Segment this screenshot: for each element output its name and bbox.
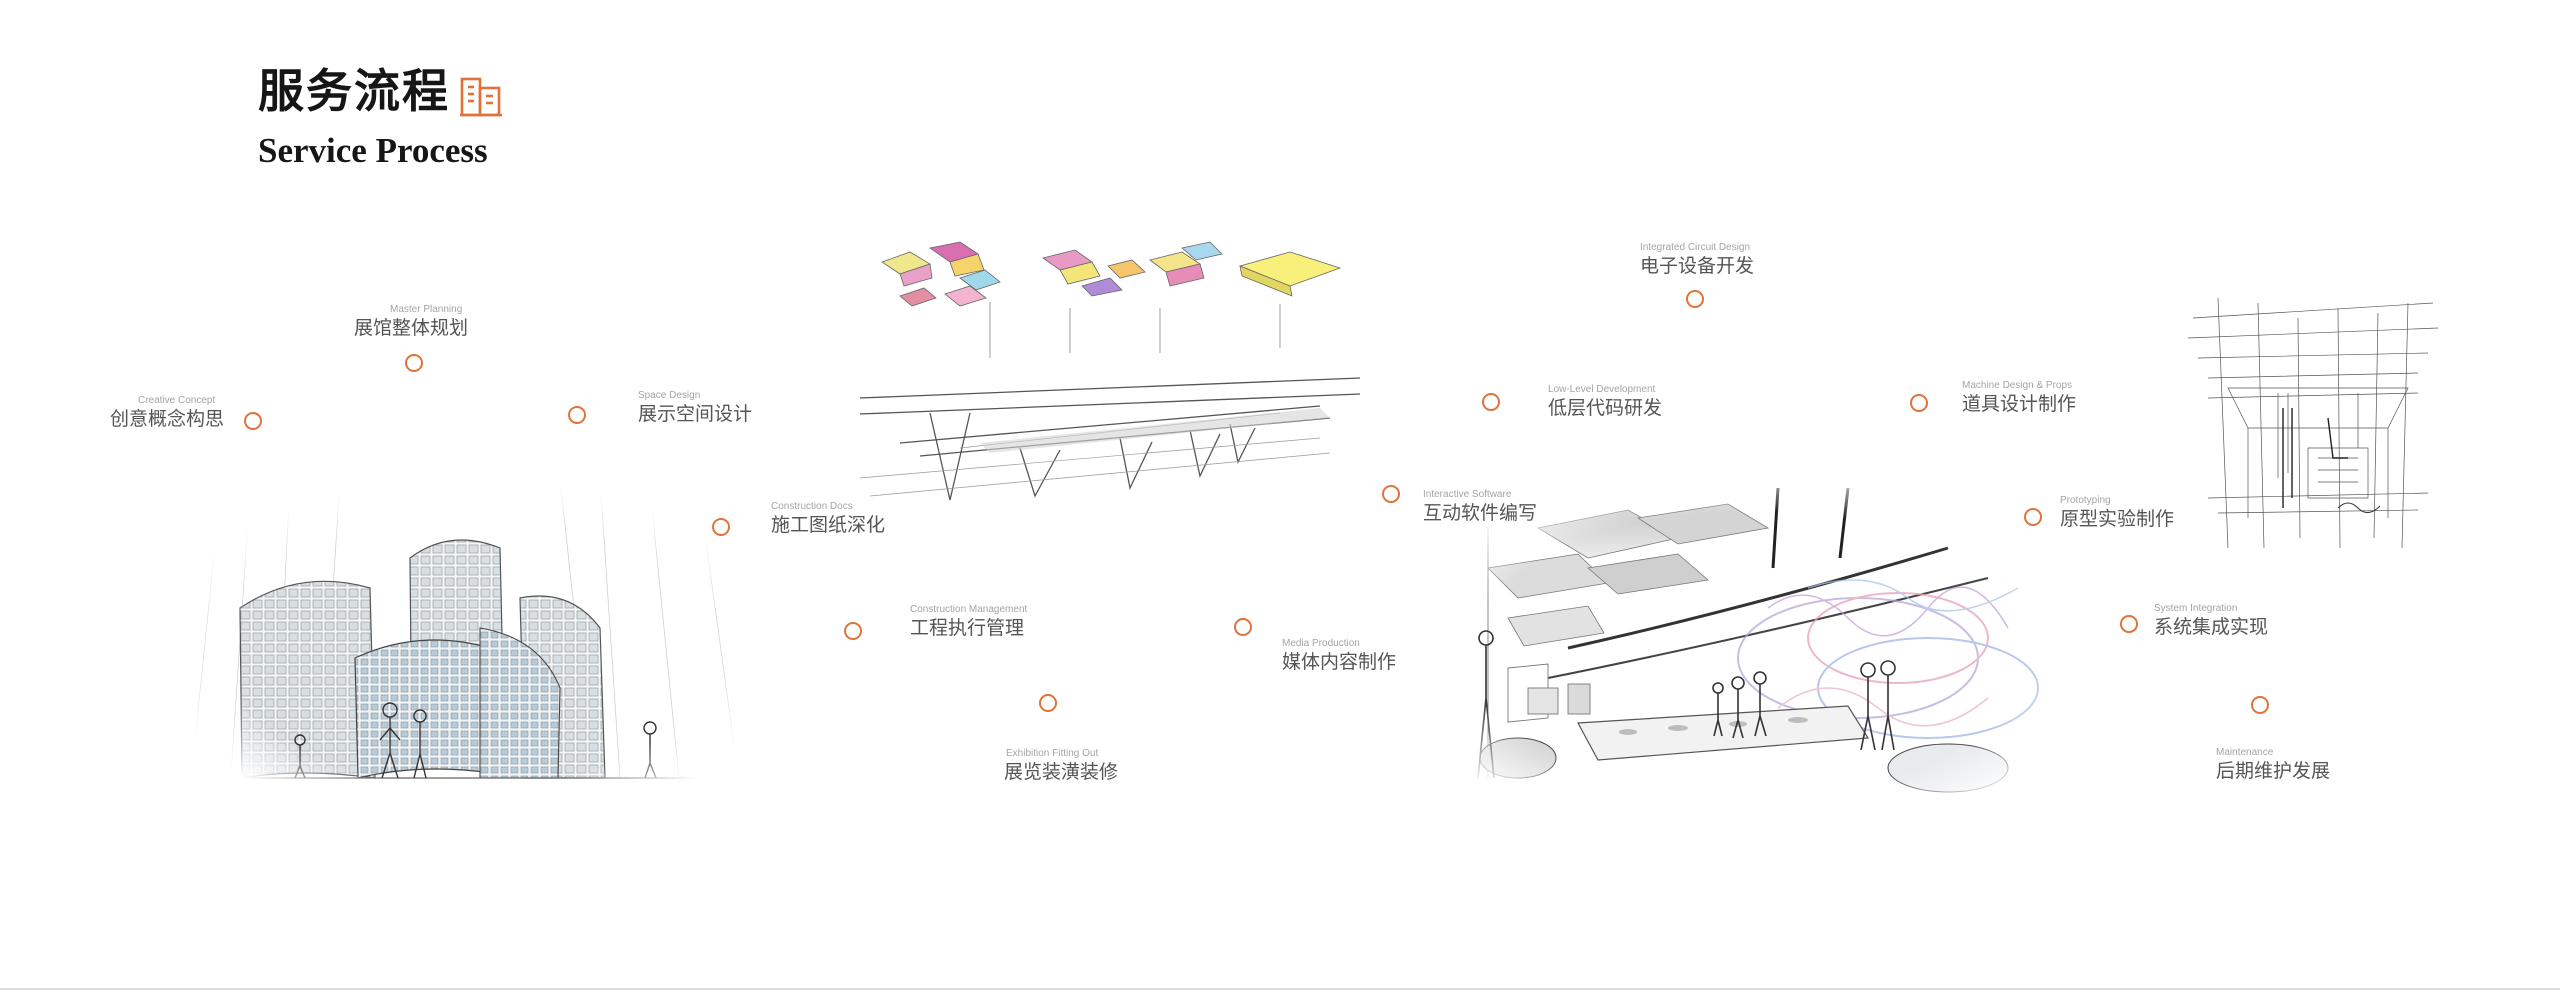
step-label-cn: 创意概念构思 [110, 408, 225, 430]
step-maintenance: Maintenance 后期维护发展 [2216, 747, 2330, 784]
step-label-cn: 系统集成实现 [2154, 616, 2269, 638]
step-label-en: Exhibition Fitting Out [1006, 748, 1099, 759]
step-exhibition-fitting-out: Exhibition Fitting Out 展览装潢装修 [1004, 748, 1118, 785]
step-node [1039, 694, 1057, 712]
step-master-planning: Master Planning 展馆整体规划 [354, 304, 468, 341]
step-label-en: Prototyping [2060, 495, 2111, 506]
step-space-design: Space Design 展示空间设计 [638, 390, 752, 427]
step-label-en: Interactive Software [1423, 489, 1512, 500]
step-label-en: Integrated Circuit Design [1640, 242, 1751, 253]
step-label-en: Maintenance [2216, 747, 2274, 758]
step-label-cn: 媒体内容制作 [1282, 651, 1397, 673]
step-node [405, 354, 423, 372]
step-label-cn: 互动软件编写 [1423, 502, 1538, 524]
step-node [1686, 290, 1704, 308]
step-label-cn: 施工图纸深化 [771, 514, 886, 536]
step-label-en: Machine Design & Props [1962, 380, 2073, 391]
step-label-en: Creative Concept [138, 395, 216, 406]
step-node [568, 406, 586, 424]
step-label-cn: 道具设计制作 [1962, 393, 2077, 415]
step-node [1482, 393, 1500, 411]
step-label-en: Construction Management [910, 604, 1028, 615]
step-label-en: Construction Docs [771, 501, 853, 512]
step-low-level-development: Low-Level Development 低层代码研发 [1548, 384, 1662, 421]
step-media-production: Media Production 媒体内容制作 [1282, 638, 1396, 675]
step-node [2251, 696, 2269, 714]
step-label-cn: 原型实验制作 [2060, 508, 2175, 530]
step-label-en: Low-Level Development [1548, 384, 1656, 395]
bridge-sketch [860, 241, 1360, 501]
bottom-divider [0, 988, 2560, 990]
step-label-cn: 电子设备开发 [1640, 255, 1755, 277]
building-facade-sketch [180, 478, 760, 798]
step-interactive-software: Interactive Software 互动软件编写 [1423, 489, 1537, 526]
page-title-en: Service Process [258, 131, 488, 170]
step-label-cn: 低层代码研发 [1548, 397, 1663, 419]
step-node [712, 518, 730, 536]
step-node [1910, 394, 1928, 412]
step-node [2120, 615, 2138, 633]
step-label-en: Master Planning [390, 304, 463, 315]
building-icon [460, 77, 502, 117]
step-label-cn: 展示空间设计 [638, 403, 753, 425]
step-node [1382, 485, 1400, 503]
step-node [844, 622, 862, 640]
step-creative-concept: Creative Concept 创意概念构思 [110, 395, 224, 432]
step-label-cn: 工程执行管理 [910, 617, 1025, 639]
step-prototyping: Prototyping 原型实验制作 [2060, 495, 2174, 532]
step-label-cn: 后期维护发展 [2216, 760, 2331, 782]
step-machine-design-props: Machine Design & Props 道具设计制作 [1962, 380, 2076, 417]
step-system-integration: System Integration 系统集成实现 [2154, 603, 2268, 640]
step-label-en: Media Production [1282, 638, 1360, 649]
step-node [244, 412, 262, 430]
step-construction-docs: Construction Docs 施工图纸深化 [771, 501, 885, 538]
step-construction-management: Construction Management 工程执行管理 [910, 604, 1027, 641]
step-integrated-circuit-design: Integrated Circuit Design 电子设备开发 [1640, 242, 1754, 279]
step-label-en: Space Design [638, 390, 701, 401]
step-node [1234, 618, 1252, 636]
step-label-cn: 展览装潢装修 [1004, 761, 1119, 783]
exhibition-interior-sketch [1428, 488, 2078, 818]
page-title-cn: 服务流程 [258, 64, 450, 118]
step-label-cn: 展馆整体规划 [354, 317, 469, 339]
ceiling-installation-sketch [2188, 298, 2438, 548]
step-node [2024, 508, 2042, 526]
step-label-en: System Integration [2154, 603, 2238, 614]
